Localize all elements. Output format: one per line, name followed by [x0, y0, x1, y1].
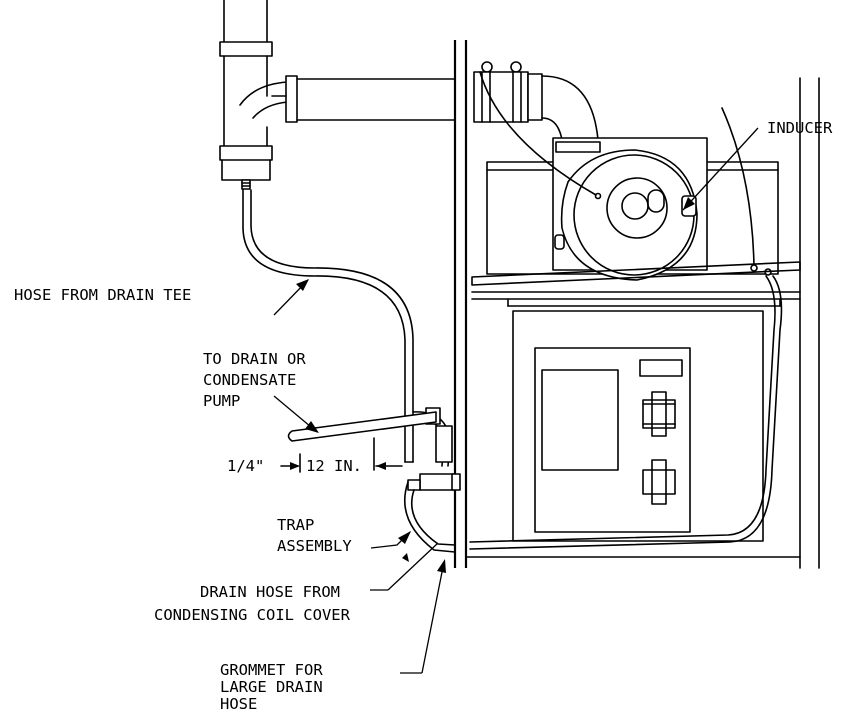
inducer-blower — [554, 149, 698, 281]
label-drain-hose-line1: DRAIN HOSE FROM — [200, 583, 340, 601]
label-to-drain-line2: CONDENSATE — [203, 371, 296, 389]
label-trap-line2: ASSEMBLY — [277, 537, 352, 555]
drain-outlet-pipe — [287, 411, 437, 442]
label-drain-hose-line2: CONDENSING COIL COVER — [154, 606, 351, 624]
label-inducer: INDUCER — [767, 119, 833, 137]
dimension-12in — [280, 437, 403, 473]
label-grommet-line1: GROMMET FOR — [220, 661, 323, 679]
label-grommet-line3: HOSE — [220, 695, 257, 713]
label-quarter-inch: 1/4" — [227, 457, 264, 475]
drain-tee — [219, 0, 289, 190]
hose-from-drain-tee — [242, 189, 414, 463]
leader-lines — [273, 127, 759, 674]
furnace-cabinet — [453, 40, 820, 569]
label-trap-line1: TRAP — [277, 516, 314, 534]
label-to-drain-line3: PUMP — [203, 392, 240, 410]
blower-shelf — [471, 261, 801, 307]
coil-drain-hose — [469, 275, 783, 550]
labels: INDUCER HOSE FROM DRAIN TEE TO DRAIN OR … — [14, 119, 833, 713]
label-grommet-line2: LARGE DRAIN — [220, 678, 323, 696]
vent-pipe — [271, 75, 456, 123]
label-to-drain-line1: TO DRAIN OR — [203, 350, 306, 368]
control-box — [512, 310, 764, 542]
label-twelve-in: 12 IN. — [306, 457, 362, 475]
label-hose-from-drain-tee: HOSE FROM DRAIN TEE — [14, 286, 191, 304]
